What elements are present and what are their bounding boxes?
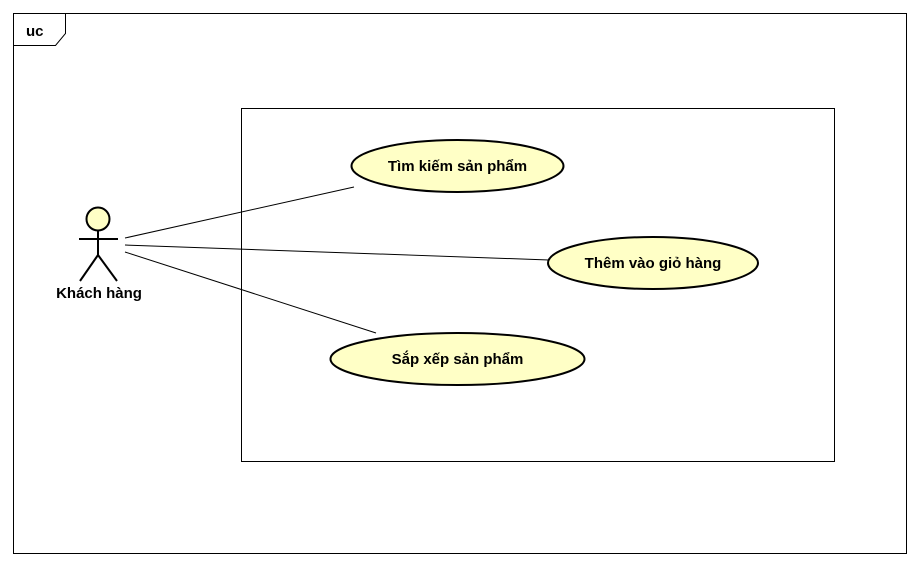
use-case-label: Sắp xếp sản phẩm — [392, 350, 524, 368]
use-case-ellipse — [350, 139, 565, 193]
association-sort — [124, 251, 377, 334]
use-case-ellipse — [547, 236, 759, 290]
use-case-sort-products[interactable]: Sắp xếp sản phẩm — [329, 332, 586, 386]
association-search — [124, 186, 355, 239]
use-case-search-products[interactable]: Tìm kiếm sản phẩm — [350, 139, 565, 193]
uc-frame-tab — [13, 13, 66, 46]
actor-name: Khách hàng — [56, 285, 142, 302]
use-case-label: Thêm vào giỏ hàng — [585, 255, 722, 272]
uc-frame-label: uc — [26, 23, 44, 40]
association-add-to-cart — [124, 244, 550, 261]
actor-left-leg — [79, 254, 99, 282]
actor-khach-hang[interactable]: Khách hàng — [56, 206, 142, 303]
use-case-ellipse — [329, 332, 586, 386]
use-case-label: Tìm kiếm sản phẩm — [388, 158, 527, 175]
actor-head — [85, 206, 111, 232]
use-case-add-to-cart[interactable]: Thêm vào giỏ hàng — [547, 236, 759, 290]
actor-right-leg — [97, 254, 118, 282]
